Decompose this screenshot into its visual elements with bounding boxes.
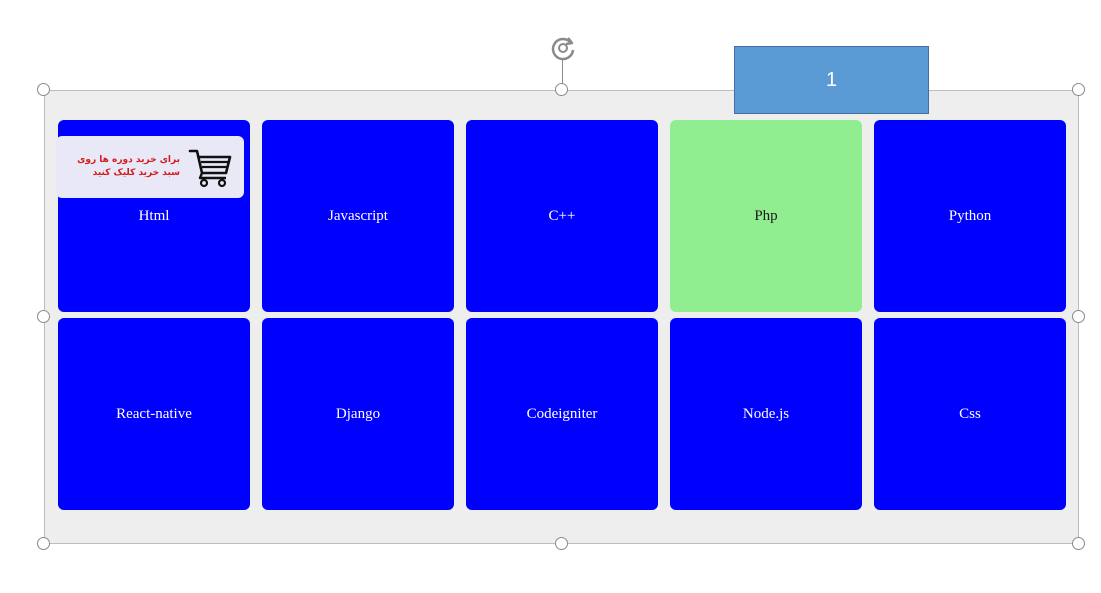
cart-banner-text: برای خرید دوره ها روی سبد خرید کلیک کنید: [77, 155, 180, 178]
tile-label: Codeigniter: [526, 405, 598, 422]
resize-handle-bottom-left[interactable]: [37, 537, 50, 550]
resize-handle-left[interactable]: [37, 310, 50, 323]
tile-label: Django: [335, 405, 381, 422]
tile-label: Python: [948, 207, 992, 224]
tile-label: Php: [754, 207, 778, 224]
tile-cpp[interactable]: C++: [466, 120, 658, 312]
tile-codeigniter[interactable]: Codeigniter: [466, 318, 658, 510]
tile-label: Javascript: [328, 207, 388, 224]
tile-css[interactable]: Css: [874, 318, 1066, 510]
badge-label: 1: [825, 68, 838, 91]
tile-django[interactable]: Django: [262, 318, 454, 510]
resize-handle-top[interactable]: [555, 83, 568, 96]
cart-banner[interactable]: برای خرید دوره ها روی سبد خرید کلیک کنید: [56, 136, 244, 198]
resize-handle-top-right[interactable]: [1072, 83, 1085, 96]
tile-python[interactable]: Python: [874, 120, 1066, 312]
selection-number-badge: 1: [734, 46, 929, 114]
tile-label: React-native: [116, 405, 192, 422]
rotate-handle-line: [562, 60, 563, 90]
resize-handle-bottom-right[interactable]: [1072, 537, 1085, 550]
resize-handle-bottom[interactable]: [555, 537, 568, 550]
tile-label: C++: [548, 207, 576, 224]
tile-php[interactable]: Php: [670, 120, 862, 312]
tile-nodejs[interactable]: Node.js: [670, 318, 862, 510]
tile-javascript[interactable]: Javascript: [262, 120, 454, 312]
tile-label: Css: [959, 405, 981, 422]
resize-handle-top-left[interactable]: [37, 83, 50, 96]
shopping-cart-icon[interactable]: [188, 145, 232, 189]
rotate-icon[interactable]: [547, 32, 579, 64]
tile-react-native[interactable]: React-native: [58, 318, 250, 510]
tile-label: Html: [138, 207, 170, 224]
resize-handle-right[interactable]: [1072, 310, 1085, 323]
tile-label: Node.js: [742, 405, 790, 422]
